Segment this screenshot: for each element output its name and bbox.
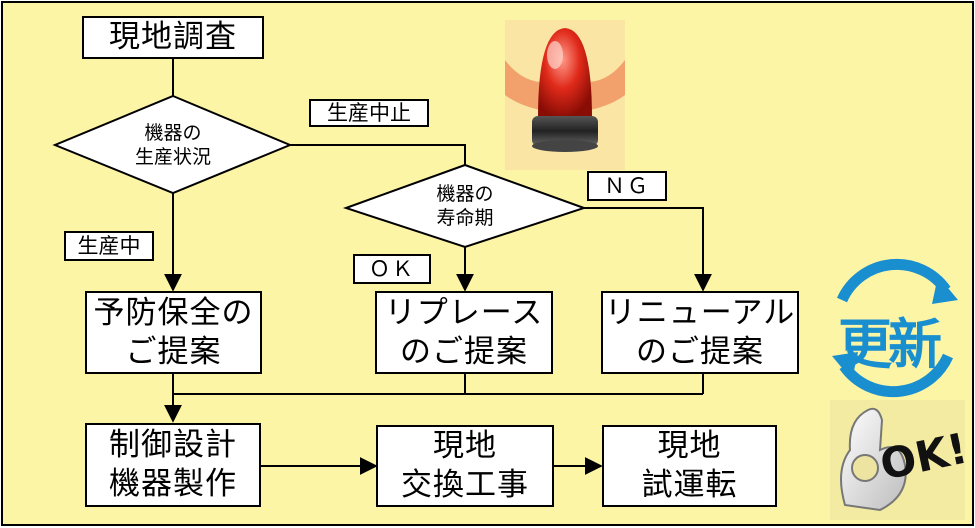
edge-ng-label: ＮＧ — [604, 173, 650, 198]
decision-lifespan-line1: 機器の — [436, 183, 494, 206]
replace-line2: のご提案 — [400, 333, 528, 370]
decision-lifespan-shape — [342, 163, 588, 249]
preventive-line2: ご提案 — [125, 333, 222, 370]
ok-hand-icon — [830, 400, 965, 520]
replace-box — [375, 291, 553, 374]
start-label: 現地調査 — [109, 19, 237, 56]
preventive-label: 予防保全の ご提案 — [86, 292, 261, 373]
control-design-label: 制御設計 機器製作 — [86, 424, 260, 506]
onsite-exchange-line1: 現地 — [433, 428, 497, 465]
onsite-exchange-box — [376, 425, 554, 507]
edge-in-production-label: 生産中 — [77, 233, 141, 258]
onsite-trial-line2: 試運転 — [641, 467, 738, 503]
control-design-box — [85, 423, 261, 507]
preventive-line1: 予防保全の — [93, 294, 254, 331]
renewal-label: リニューアル のご提案 — [602, 292, 798, 373]
edge-in-production-box — [64, 231, 154, 261]
connector-ng — [584, 207, 712, 292]
edge-discontinued-label: 生産中止 — [327, 100, 411, 125]
replace-line1: リプレース — [384, 294, 544, 331]
preventive-box — [85, 291, 262, 374]
control-design-line1: 制御設計 — [109, 427, 237, 464]
decision-production-line2: 生産状況 — [134, 146, 211, 168]
onsite-trial-label: 現地 試運転 — [603, 426, 776, 506]
renewal-line1: リニューアル — [604, 294, 796, 331]
renew-badge-label: 更新 — [838, 313, 942, 376]
replace-label: リプレース のご提案 — [376, 292, 552, 373]
connector-discontinued — [290, 144, 466, 165]
onsite-exchange-label: 現地 交換工事 — [377, 426, 553, 506]
renewal-line2: のご提案 — [636, 333, 764, 370]
decision-lifespan-line2: 寿命期 — [436, 207, 494, 229]
edge-ok-label: ＯＫ — [369, 256, 415, 281]
decision-production-shape — [52, 94, 293, 195]
renewal-box — [601, 291, 799, 374]
edge-discontinued-box — [309, 99, 429, 127]
decision-production-line1: 機器の — [144, 122, 202, 145]
siren-icon — [505, 20, 625, 170]
decision-production-label: 機器の 生産状況 — [105, 116, 241, 176]
start-box — [82, 16, 264, 59]
onsite-trial-box — [602, 425, 777, 507]
renew-icon — [832, 258, 958, 398]
onsite-trial-line1: 現地 — [657, 428, 722, 465]
edge-ng-box — [587, 171, 667, 201]
control-design-line2: 機器製作 — [109, 466, 237, 502]
edge-ok-box — [353, 254, 431, 284]
connectors — [164, 58, 712, 475]
decision-lifespan-label: 機器の 寿命期 — [396, 178, 534, 236]
onsite-exchange-line2: 交換工事 — [401, 467, 529, 503]
